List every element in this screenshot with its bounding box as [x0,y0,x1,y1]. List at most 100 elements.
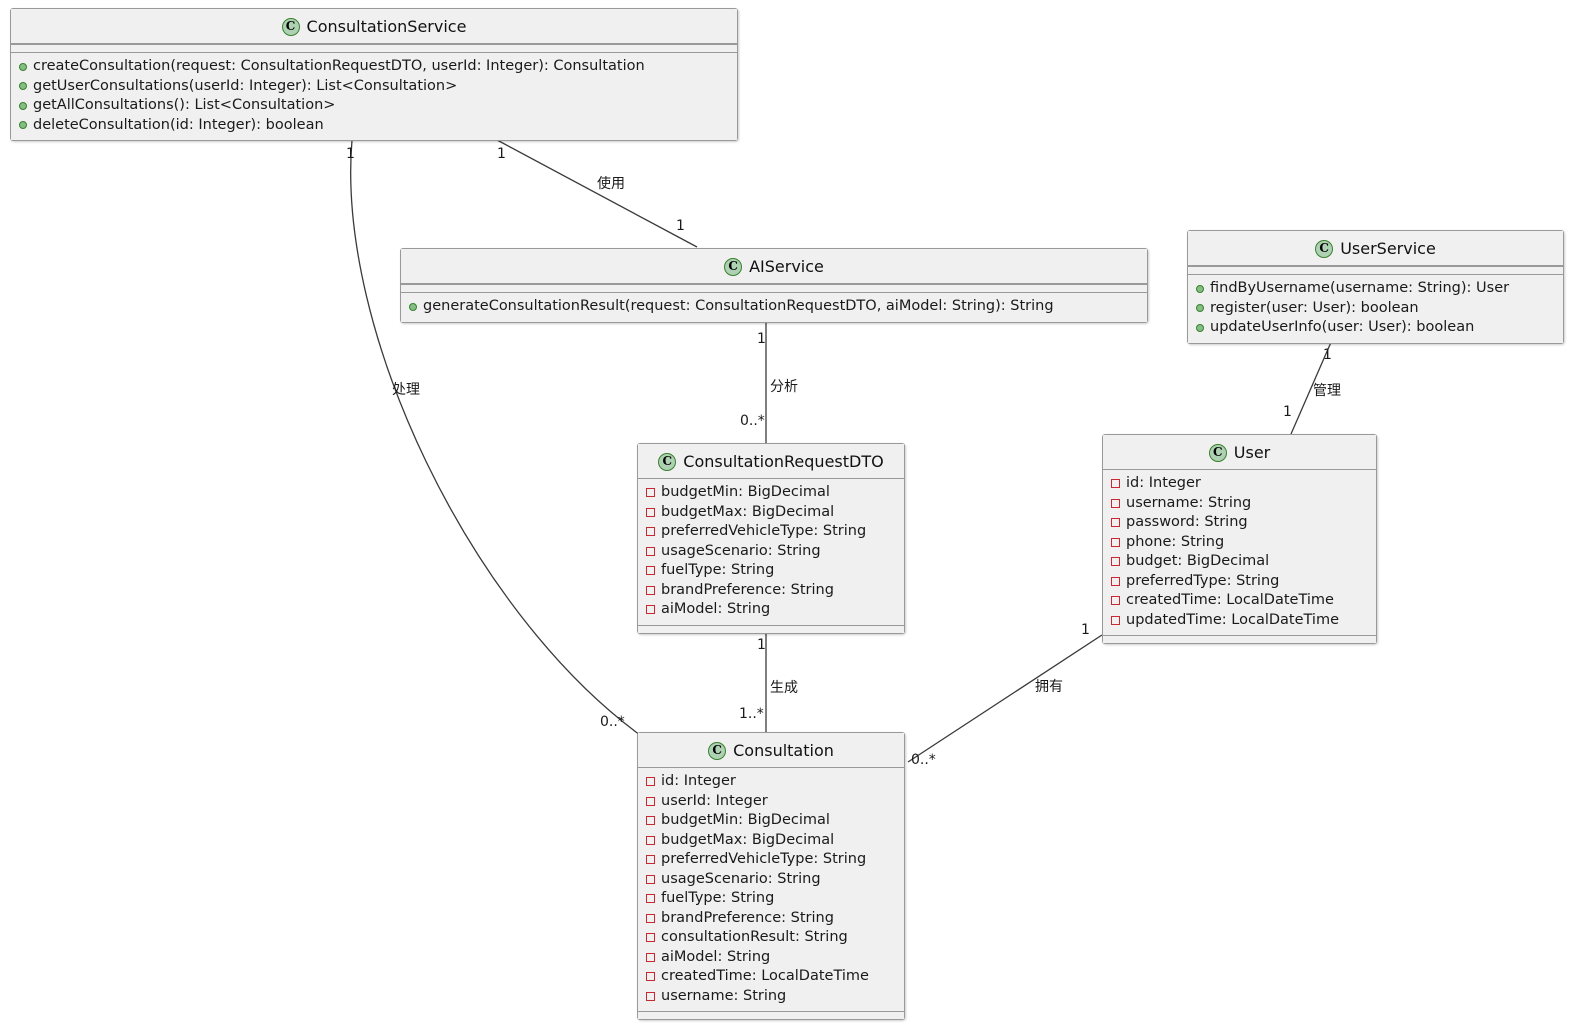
private-field-icon [646,546,655,556]
class-header-aiservice: C AIService [401,249,1147,284]
class-title: UserService [1340,239,1436,258]
multiplicity-use-source: 1 [497,146,506,162]
attributes-compartment-user: id: Integer username: String password: S… [1103,470,1376,635]
field-signature: consultationResult: String [661,929,848,945]
edge-label-process: 处理 [392,382,420,398]
field-signature: usageScenario: String [661,542,821,559]
multiplicity-generate-target: 1..* [739,706,764,722]
field-row: preferredVehicleType: String [644,522,898,542]
field-row: aiModel: String [644,948,898,968]
methods-compartment-userservice: findByUsername(username: String): User r… [1188,274,1563,343]
private-field-icon [646,585,655,595]
field-signature: id: Integer [661,773,736,789]
methods-compartment-consultationrequestdto [638,624,904,633]
public-method-icon [19,82,27,90]
field-row: brandPreference: String [644,909,898,929]
method-row: deleteConsultation(id: Integer): boolean [17,116,731,136]
private-field-icon [646,874,655,884]
edge-label-use: 使用 [597,176,625,192]
field-signature: createdTime: LocalDateTime [661,968,869,984]
class-box-user[interactable]: C User id: Integer username: String passw… [1102,434,1377,644]
multiplicity-manage-source: 1 [1323,347,1332,363]
private-field-icon [1111,518,1120,527]
field-signature: budget: BigDecimal [1126,553,1270,569]
private-field-icon [646,991,655,1001]
field-signature: fuelType: String [661,562,775,578]
field-row: budget: BigDecimal [1109,552,1370,572]
method-row: generateConsultationResult(request: Cons… [407,297,1141,317]
field-signature: aiModel: String [661,948,771,965]
private-field-icon [1111,498,1120,508]
field-row: preferredVehicleType: String [644,850,898,870]
methods-compartment-aiservice: generateConsultationResult(request: Cons… [401,292,1147,322]
public-method-icon [19,101,27,110]
field-row: budgetMin: BigDecimal [644,483,898,503]
field-row: aiModel: String [644,600,898,620]
method-row: getUserConsultations(userId: Integer): L… [17,77,731,97]
attributes-compartment-consultation: id: Integer userId: Integer budgetMin: B… [638,768,904,1011]
field-row: usageScenario: String [644,870,898,890]
class-box-aiservice[interactable]: C AIService generateConsultationResult(re… [400,248,1148,323]
method-signature: register(user: User): boolean [1210,299,1419,316]
method-signature: deleteConsultation(id: Integer): boolean [33,116,324,133]
field-signature: id: Integer [1126,475,1201,491]
private-field-icon [646,972,655,981]
field-signature: budgetMax: BigDecimal [661,831,835,848]
method-signature: getAllConsultations(): List<Consultation… [33,97,336,113]
method-row: updateUserInfo(user: User): boolean [1194,318,1557,338]
field-row: usageScenario: String [644,542,898,562]
class-title: Consultation [733,741,834,760]
private-field-icon [646,527,655,536]
private-field-icon [646,933,655,942]
field-row: phone: String [1109,533,1370,553]
multiplicity-process-source: 1 [346,146,355,162]
methods-compartment-consultationservice: createConsultation(request: Consultation… [11,52,737,140]
class-icon: C [281,17,300,36]
field-row: username: String [644,987,898,1007]
private-field-icon [646,816,655,825]
private-field-icon [646,777,655,786]
field-signature: aiModel: String [661,601,771,617]
edge-label-analyze: 分析 [770,379,798,395]
field-signature: budgetMin: BigDecimal [661,812,830,828]
public-method-icon [409,302,417,311]
private-field-icon [646,605,655,614]
field-row: userId: Integer [644,792,898,812]
field-row: updatedTime: LocalDateTime [1109,611,1370,631]
multiplicity-process-target: 0..* [600,714,625,730]
field-signature: usageScenario: String [661,870,821,887]
field-row: budgetMax: BigDecimal [644,831,898,851]
class-icon: C [724,257,743,276]
attributes-compartment-consultationservice [11,44,737,52]
private-field-icon [646,488,655,497]
multiplicity-own-target: 0..* [911,752,936,768]
private-field-icon [646,507,655,517]
field-signature: brandPreference: String [661,909,834,926]
field-signature: budgetMax: BigDecimal [661,503,835,520]
multiplicity-use-target: 1 [676,218,685,234]
private-field-icon [646,952,655,962]
multiplicity-manage-target: 1 [1283,404,1292,420]
edge-user-consultation [907,634,1103,763]
attributes-compartment-consultationrequestdto: budgetMin: BigDecimal budgetMax: BigDeci… [638,479,904,625]
edge-label-manage: 管理 [1313,383,1341,399]
public-method-icon [19,62,27,71]
class-title: User [1233,443,1271,462]
class-title: AIService [749,257,824,276]
field-signature: fuelType: String [661,890,775,906]
methods-compartment-consultation [638,1011,904,1019]
field-signature: budgetMin: BigDecimal [661,484,830,500]
class-icon: C [1208,443,1227,462]
multiplicity-analyze-target: 0..* [740,413,765,429]
attributes-compartment-aiservice [401,284,1147,292]
field-row: createdTime: LocalDateTime [1109,591,1370,611]
private-field-icon [1111,596,1120,605]
private-field-icon [1111,557,1120,566]
